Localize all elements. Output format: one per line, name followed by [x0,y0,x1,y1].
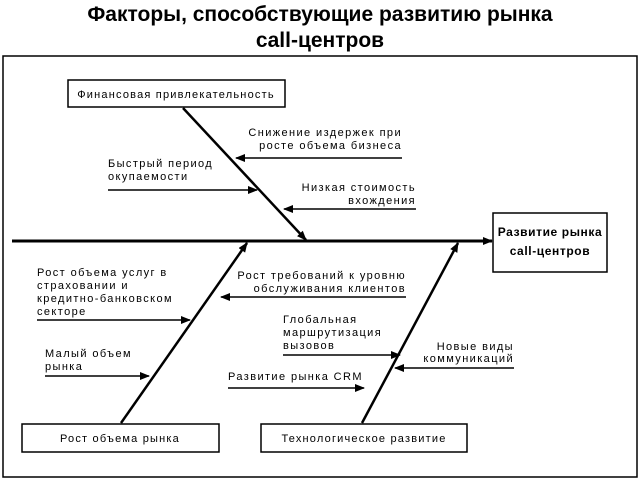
factor-text: Малый объем [45,348,132,360]
factor-text: коммуникаций [423,353,514,365]
category-market-growth-box: Рост объема рынка [21,423,220,453]
diagram-frame [2,55,638,478]
page-title: Факторы, способствующие развитию рынка c… [0,2,640,54]
factor-text: Рост объема услуг в [37,267,168,279]
bone-market-growth [119,242,249,424]
factor-insurance-growth: Рост объема услуг в страховании и кредит… [37,267,191,324]
result-line-1: Развитие рынка [498,225,603,239]
factor-small-market: Малый объем рынка [45,348,150,380]
bone-financial [182,107,307,241]
result-box: Развитие рынка call-центров [492,212,608,273]
category-financial-label: Финансовая привлекательность [77,89,275,101]
title-line-2: call-центров [255,29,385,52]
factor-low-entry: Низкая стоимость вхождения [283,182,416,213]
factor-text: страховании и [37,280,129,292]
factor-text: Низкая стоимость [302,182,416,194]
result-line-2: call-центров [510,244,590,258]
factor-service-requirements: Рост требований к уровню обслуживания кл… [220,270,406,301]
factor-text: окупаемости [108,171,189,183]
factor-text: вхождения [348,195,416,207]
category-tech-box: Технологическое развитие [260,423,468,453]
factor-crm-market: Развитие рынка CRM [228,371,365,392]
category-market-growth-label: Рост объема рынка [60,433,180,445]
factor-text: Быстрый период [108,158,213,170]
factor-text: рынка [45,361,83,373]
factor-global-routing: Глобальная маршрутизация вызовов [283,314,401,359]
factor-text: секторе [37,306,87,318]
factor-text: росте объема бизнеса [259,140,402,152]
factor-text: Глобальная [283,314,357,326]
factor-text: Развитие рынка CRM [228,371,363,383]
category-tech-label: Технологическое развитие [281,433,446,445]
factor-text: Снижение издержек при [248,127,402,139]
factor-cost-reduction: Снижение издержек при росте объема бизне… [235,127,402,162]
factor-text: кредитно-банковском [37,293,173,305]
category-financial-box: Финансовая привлекательность [67,79,286,108]
factor-text: Новые виды [437,341,514,353]
factor-text: Рост требований к уровню [237,270,406,282]
factor-text: обслуживания клиентов [254,283,406,295]
factor-text: маршрутизация [283,327,382,339]
factor-new-comm: Новые виды коммуникаций [394,341,514,372]
title-line-1: Факторы, способствующие развитию рынка [87,3,553,26]
bone-tech [360,242,460,424]
factor-payback: Быстрый период окупаемости [108,158,258,194]
factor-text: вызовов [283,340,335,352]
